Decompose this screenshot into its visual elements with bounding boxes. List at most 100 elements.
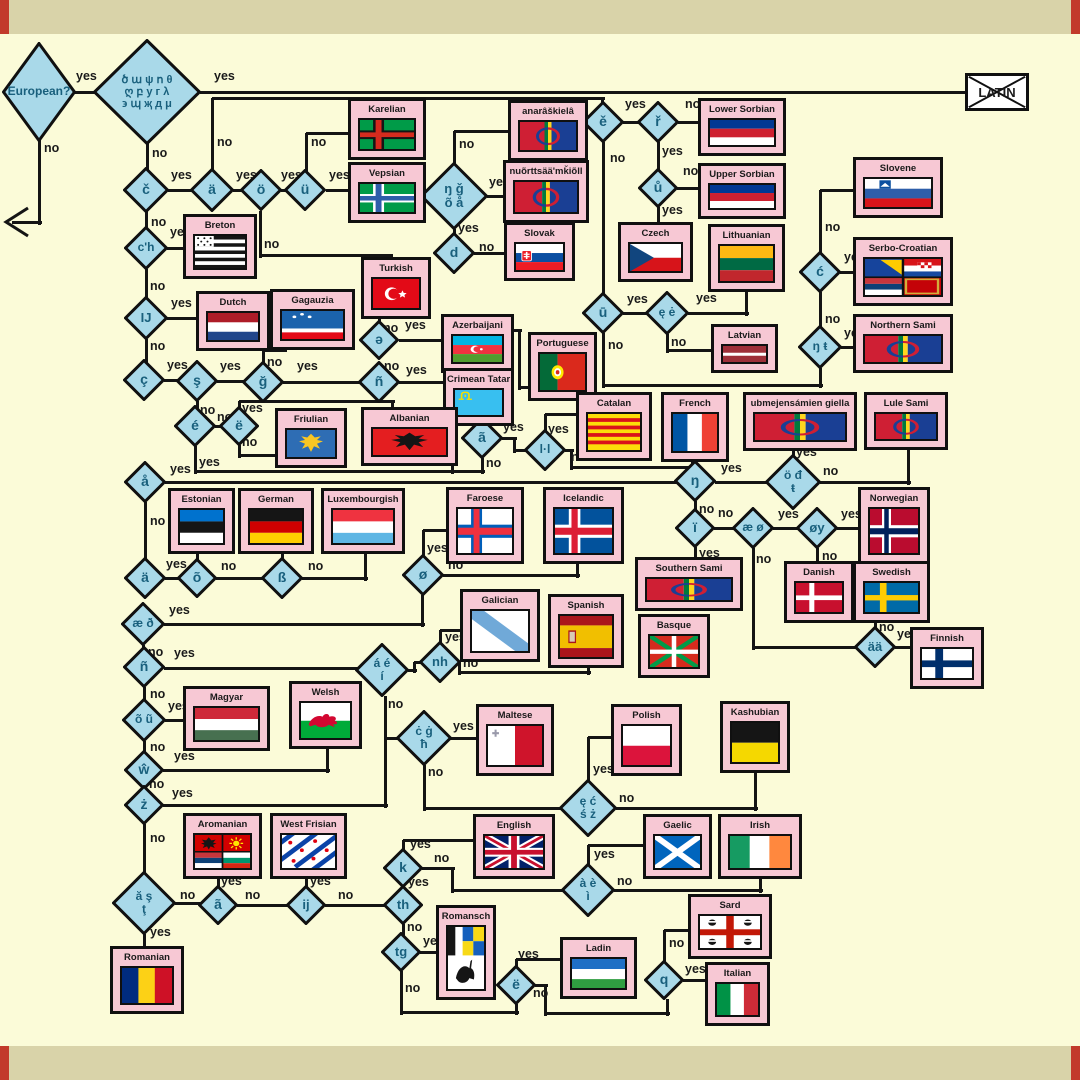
flow-line <box>569 450 573 470</box>
decision-label: l·l <box>539 442 551 457</box>
edge-label: no <box>150 740 166 754</box>
flow-line <box>420 950 439 954</box>
bottom-bar <box>0 1046 1080 1080</box>
decision-schwa: ə <box>359 320 399 360</box>
west-frisian-flag-icon <box>280 832 337 870</box>
flow-line <box>751 548 755 650</box>
decision-label: ü <box>300 181 310 198</box>
edge-label: yes <box>696 291 717 305</box>
decision-c-g-h-dot: ċ ġ ħ <box>396 710 452 766</box>
flow-line <box>758 879 762 893</box>
lang-title: Catalan <box>596 398 632 409</box>
flow-line <box>512 328 522 332</box>
decision-o-u-tilde: õ ũ <box>122 698 166 742</box>
faroese-flag-icon <box>456 506 514 555</box>
flow-line <box>753 773 757 811</box>
edge-label: no <box>311 135 327 149</box>
decision-o-tilde: õ <box>177 558 217 598</box>
decision-label: é <box>191 417 199 434</box>
slovene-flag-icon <box>863 176 933 209</box>
lang-box-welsh: Welsh <box>289 681 362 749</box>
edge-label: no <box>267 355 283 369</box>
turkish-flag-icon <box>371 276 421 310</box>
flow-line <box>237 903 290 907</box>
lang-title: Ladin <box>585 943 612 954</box>
edge-label: yes <box>150 925 171 939</box>
lang-title: Breton <box>204 220 236 231</box>
decision-ij-dutch: IJ <box>124 296 168 340</box>
flow-line <box>545 412 580 416</box>
lang-title: ubmejensámien giella <box>750 398 850 409</box>
edge-label: yes <box>167 358 188 372</box>
decision-o-umlaut: ö <box>240 169 282 211</box>
decision-ij-frisian: ij <box>286 885 326 925</box>
sard-flag-icon <box>698 913 762 950</box>
decision-aa-umlaut: ää <box>854 626 896 668</box>
edge-label: no <box>825 312 841 326</box>
lang-title: Azerbaijani <box>452 320 503 331</box>
flow-line <box>603 383 823 387</box>
decision-label: ğ <box>258 373 268 390</box>
flow-line <box>443 573 580 577</box>
edge-label: yes <box>518 947 539 961</box>
flow-line <box>239 399 395 403</box>
decision-label: ū <box>598 304 608 321</box>
lang-title: Sard <box>719 900 741 911</box>
decision-a-tilde-a: ã <box>461 417 503 459</box>
decision-label: õ <box>192 569 202 586</box>
flow-line <box>683 978 709 982</box>
edge-label: yes <box>76 69 97 83</box>
romansch-flag-icon <box>446 924 486 991</box>
lang-title: Polish <box>632 710 661 721</box>
edge-label: yes <box>174 749 195 763</box>
flow-line <box>516 957 564 961</box>
decision-label: q <box>659 971 669 988</box>
flow-line <box>144 269 148 300</box>
flow-line <box>693 547 697 561</box>
flow-line <box>142 934 146 950</box>
flow-line <box>693 501 697 512</box>
edge-label: no <box>617 874 633 888</box>
decision-label: ø <box>418 566 428 583</box>
lang-title: anarâškielâ <box>522 106 574 117</box>
flow-line <box>818 368 822 388</box>
decision-label: ñ <box>139 658 149 675</box>
edge-label: no <box>822 549 838 563</box>
flow-line <box>512 438 516 453</box>
edge-label: yes <box>408 875 429 889</box>
edge-label: no <box>610 151 626 165</box>
lang-box-slovene: Slovene <box>853 157 943 218</box>
edge-label: no <box>879 620 895 634</box>
lang-box-friulian: Friulian <box>275 408 347 468</box>
lang-title: Serbo-Croatian <box>868 243 938 254</box>
decision-label: ę ć ś ż <box>579 793 597 821</box>
flow-line <box>143 502 147 561</box>
lang-title: Southern Sami <box>655 563 723 574</box>
lang-box-turkish: Turkish <box>361 257 431 319</box>
decision-label: ä <box>141 569 149 586</box>
magyar-flag-icon <box>193 705 260 742</box>
decision-q: q <box>644 960 684 1000</box>
decision-label: ö <box>256 181 266 198</box>
decision-label: ŵ <box>138 761 150 778</box>
decision-g-breve: ğ <box>242 361 284 403</box>
lang-box-ladin: Ladin <box>560 937 637 999</box>
decision-e-caron: ě <box>582 101 624 143</box>
decision-label: ć <box>816 263 824 280</box>
flow-line <box>422 866 455 870</box>
lang-title: Italian <box>723 968 752 979</box>
decision-c-caron: č <box>123 167 169 213</box>
flow-line <box>142 824 146 875</box>
edge-label: yes <box>170 462 191 476</box>
decision-label: æ ø <box>742 520 764 535</box>
edge-label: yes <box>405 318 426 332</box>
decision-e-acute: é <box>174 405 216 447</box>
decision-c-acute: ć <box>799 251 841 293</box>
decision-label: ŋ ŧ <box>812 339 828 354</box>
decision-label: ŋ ǧ õ å <box>444 180 464 210</box>
spanish-flag-icon <box>558 613 614 659</box>
edge-label: yes <box>721 461 742 475</box>
decision-e-ogonek-dot: ę ė <box>645 291 689 335</box>
catalan-flag-icon <box>586 411 642 452</box>
flow-line <box>304 879 308 889</box>
